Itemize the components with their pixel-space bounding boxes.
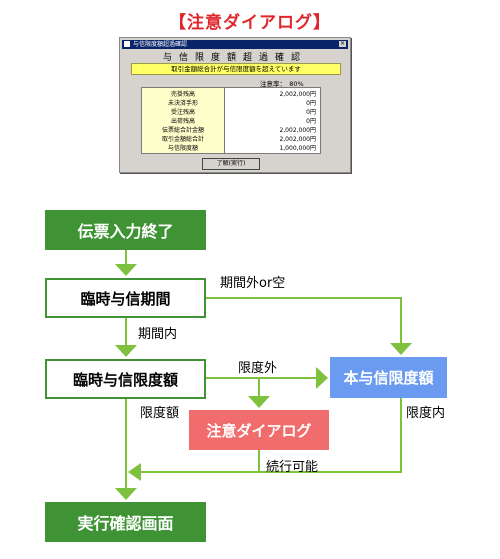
dialog-heading: 与信限度額超過確認 [162, 53, 307, 63]
row-label: 与信限度額 [167, 145, 198, 152]
row-value: 2,002,000円 [279, 136, 316, 143]
arrowhead [128, 463, 141, 481]
arrowhead [115, 345, 137, 357]
app-icon [124, 41, 130, 47]
edge-label-outside-or-empty: 期間外or空 [220, 276, 286, 291]
caution-ratio: 注意率： 80% [260, 80, 304, 88]
row-value: 1,000,000円 [279, 145, 316, 152]
row-label: 未決済手形 [167, 100, 198, 107]
row-label: 売掛残高 [170, 91, 195, 98]
close-icon[interactable]: × [339, 40, 346, 47]
arrowhead [248, 396, 270, 408]
row-value: 0円 [306, 118, 316, 125]
edge-label-within-limit: 限度内 [406, 406, 446, 421]
step-alert-dialog: 注意ダイアログ [189, 410, 329, 450]
arrowhead [390, 343, 412, 355]
balance-table: 売掛残高 未決済手形 受注残高 出荷残高 伝票総合計金額 取引金額総合計 与信限… [141, 87, 321, 154]
row-label: 出荷残高 [170, 118, 195, 125]
step-temporary-credit-period: 臨時与信期間 [45, 278, 206, 318]
step-execute-confirmation-screen: 実行確認画面 [45, 502, 206, 542]
arrowhead [115, 488, 137, 500]
dialog-title-bar: 与信限度額超過確認 × [122, 40, 348, 49]
step-temporary-credit-limit: 臨時与信限度額 [45, 359, 206, 399]
warning-message: 取引金額総合計が与信限度額を超えています [131, 63, 341, 75]
row-value: 0円 [306, 100, 316, 107]
row-label: 取引金額総合計 [161, 136, 204, 143]
row-value: 2,002,000円 [279, 127, 316, 134]
arrowhead [316, 367, 328, 389]
row-label: 伝票総合計金額 [161, 127, 204, 134]
step-slip-input-complete: 伝票入力終了 [45, 210, 206, 250]
edge-label-continuable: 続行可能 [266, 460, 319, 475]
edge-label-limit-amount: 限度額 [140, 406, 180, 421]
ok-execute-button[interactable]: 了解(実行) [202, 158, 260, 170]
row-label: 受注残高 [170, 109, 195, 116]
row-value: 2,002,000円 [279, 91, 316, 98]
dialog-caption: 【注意ダイアログ】 [169, 13, 331, 33]
balance-labels-column: 売掛残高 未決済手形 受注残高 出荷残高 伝票総合計金額 取引金額総合計 与信限… [142, 88, 225, 153]
edge-label-within-period: 期間内 [138, 327, 178, 342]
step-main-credit-limit: 本与信限度額 [330, 357, 447, 398]
connector-main-to-final [141, 398, 402, 473]
edge-label-outside-limit: 限度外 [238, 361, 278, 376]
dialog-title: 与信限度額超過確認 [133, 41, 188, 48]
arrowhead [115, 264, 137, 276]
alert-dialog-screenshot: 与信限度額超過確認 × 与信限度額超過確認 取引金額総合計が与信限度額を超えてい… [119, 37, 351, 173]
row-value: 0円 [306, 109, 316, 116]
connector-period-to-main [206, 297, 402, 343]
